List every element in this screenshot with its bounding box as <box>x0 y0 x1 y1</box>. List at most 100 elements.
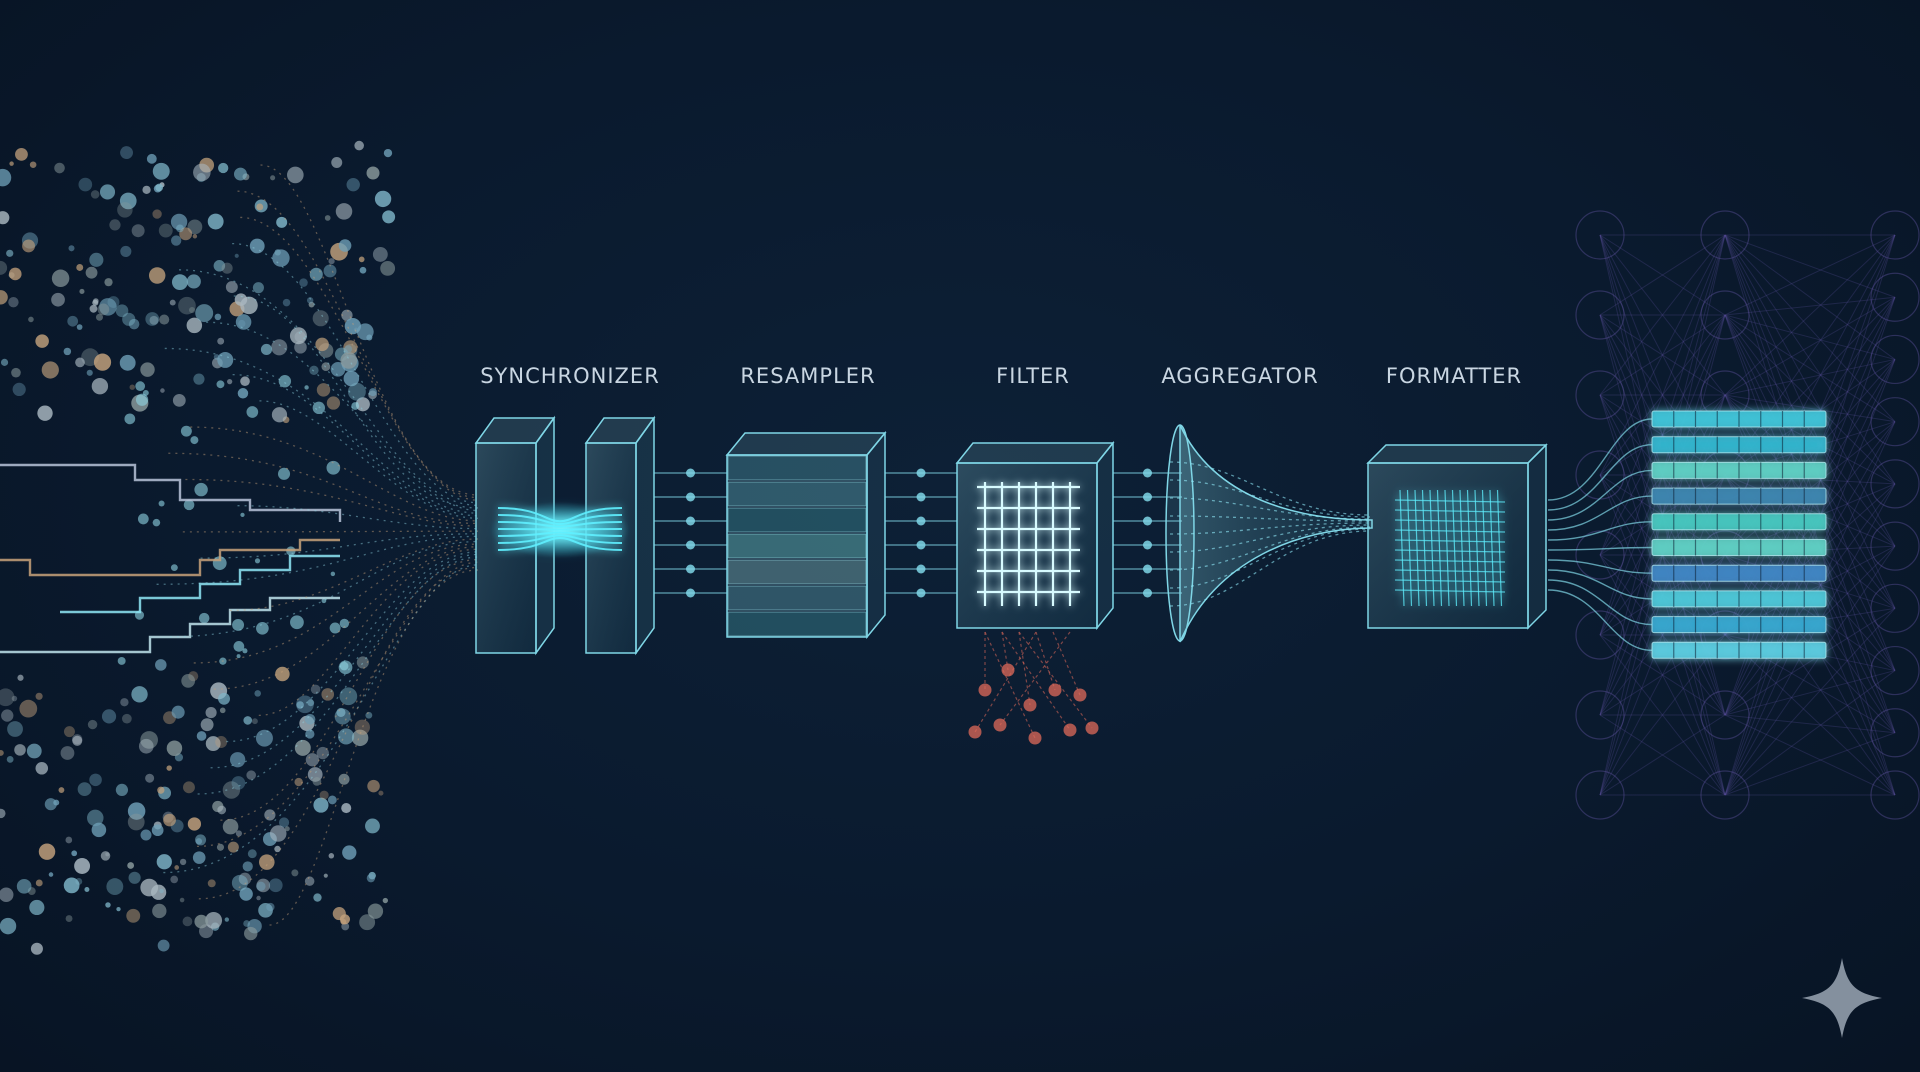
network-edge <box>1724 234 1896 316</box>
output-fan-line <box>1547 569 1653 600</box>
data-particle <box>51 269 70 288</box>
formatter-mesh-line <box>1489 489 1495 607</box>
network-node <box>1575 370 1625 420</box>
pipe-node <box>1143 588 1152 598</box>
data-particle <box>48 872 54 877</box>
data-particle <box>17 674 24 681</box>
formatter-mesh-line <box>1421 489 1428 607</box>
data-particle <box>330 571 336 577</box>
data-particle <box>290 615 304 630</box>
data-particle <box>63 347 72 356</box>
synchronizer-slab-right <box>584 415 656 656</box>
flow-line <box>260 164 479 496</box>
data-particle <box>35 762 49 775</box>
data-particle <box>54 162 65 174</box>
data-particle <box>236 654 241 659</box>
data-particle <box>337 728 355 745</box>
reject-particle <box>993 718 1007 732</box>
aggregator-line <box>1169 528 1371 589</box>
formatter-mesh-line <box>1394 539 1506 543</box>
data-particle <box>169 299 176 306</box>
data-particle <box>128 318 140 330</box>
aggregator-line <box>1169 524 1371 553</box>
data-particle <box>176 224 184 233</box>
network-edge <box>1599 234 1726 316</box>
data-particle <box>198 612 210 624</box>
data-particle <box>256 881 266 892</box>
flow-line <box>240 216 479 501</box>
data-particle <box>309 365 319 375</box>
network-edge <box>1599 234 1726 396</box>
data-particle <box>44 798 57 811</box>
sync-core-line <box>497 514 623 526</box>
data-particle <box>65 836 73 844</box>
data-particle <box>192 851 206 864</box>
data-particle <box>101 709 117 724</box>
reject-particle <box>1073 688 1087 702</box>
data-particle <box>294 777 303 787</box>
data-particle <box>1 709 14 722</box>
network-edge <box>1724 670 1896 796</box>
data-particle <box>354 140 364 151</box>
pipe-node <box>916 468 926 478</box>
sync-core-line <box>497 531 623 537</box>
data-particle <box>11 367 21 378</box>
data-particle <box>338 773 350 785</box>
data-particle <box>8 296 19 308</box>
data-particle <box>135 381 146 392</box>
data-particle <box>304 876 315 886</box>
data-particle <box>148 267 166 284</box>
data-particle <box>255 729 273 747</box>
data-particle <box>0 290 8 305</box>
data-particle <box>91 822 107 838</box>
reject-particle <box>1063 723 1077 737</box>
data-particle <box>269 825 287 842</box>
data-particle <box>156 854 172 870</box>
data-particle <box>140 362 155 377</box>
formatter-mesh-line <box>1394 559 1506 563</box>
data-particle <box>306 297 314 304</box>
data-particle <box>71 850 78 857</box>
data-particle <box>158 223 173 238</box>
data-particle <box>351 729 369 747</box>
reject-particle <box>1023 698 1037 712</box>
data-particle <box>142 185 151 195</box>
data-particle <box>122 713 132 724</box>
data-particle <box>346 177 360 192</box>
data-particle <box>321 362 331 372</box>
data-particle <box>0 358 9 366</box>
formatter-mesh-line <box>1394 509 1506 513</box>
reject-trail <box>974 631 1037 733</box>
network-edge <box>1599 714 1726 796</box>
resampler-layer <box>727 455 867 481</box>
data-particle <box>304 385 309 390</box>
data-particle <box>9 161 14 166</box>
flow-line <box>198 566 479 900</box>
formatter-mesh-line <box>1414 489 1420 607</box>
data-particle <box>97 303 110 316</box>
network-edge <box>1599 234 1726 396</box>
reject-particle <box>1085 721 1099 735</box>
data-particle <box>243 716 253 725</box>
formatter-mesh-line <box>1394 569 1506 573</box>
data-particle <box>127 802 146 820</box>
data-particle <box>260 343 273 356</box>
data-particle <box>196 731 207 741</box>
pipe-node <box>1143 516 1152 526</box>
data-particle <box>30 942 43 955</box>
data-particle <box>142 389 149 396</box>
data-particle <box>120 146 133 160</box>
network-edge <box>1599 234 1726 636</box>
data-particle <box>221 262 233 274</box>
data-particle <box>152 162 170 180</box>
aggregator-line <box>1169 522 1371 535</box>
data-particle <box>382 210 396 224</box>
data-particle <box>129 384 136 390</box>
pipeline-connectors <box>654 468 1182 598</box>
output-bar <box>1651 590 1827 608</box>
data-particle <box>158 500 165 507</box>
network-node <box>1700 690 1750 740</box>
data-particle <box>365 818 380 834</box>
pipe-node <box>916 588 926 598</box>
data-particle <box>170 235 182 246</box>
